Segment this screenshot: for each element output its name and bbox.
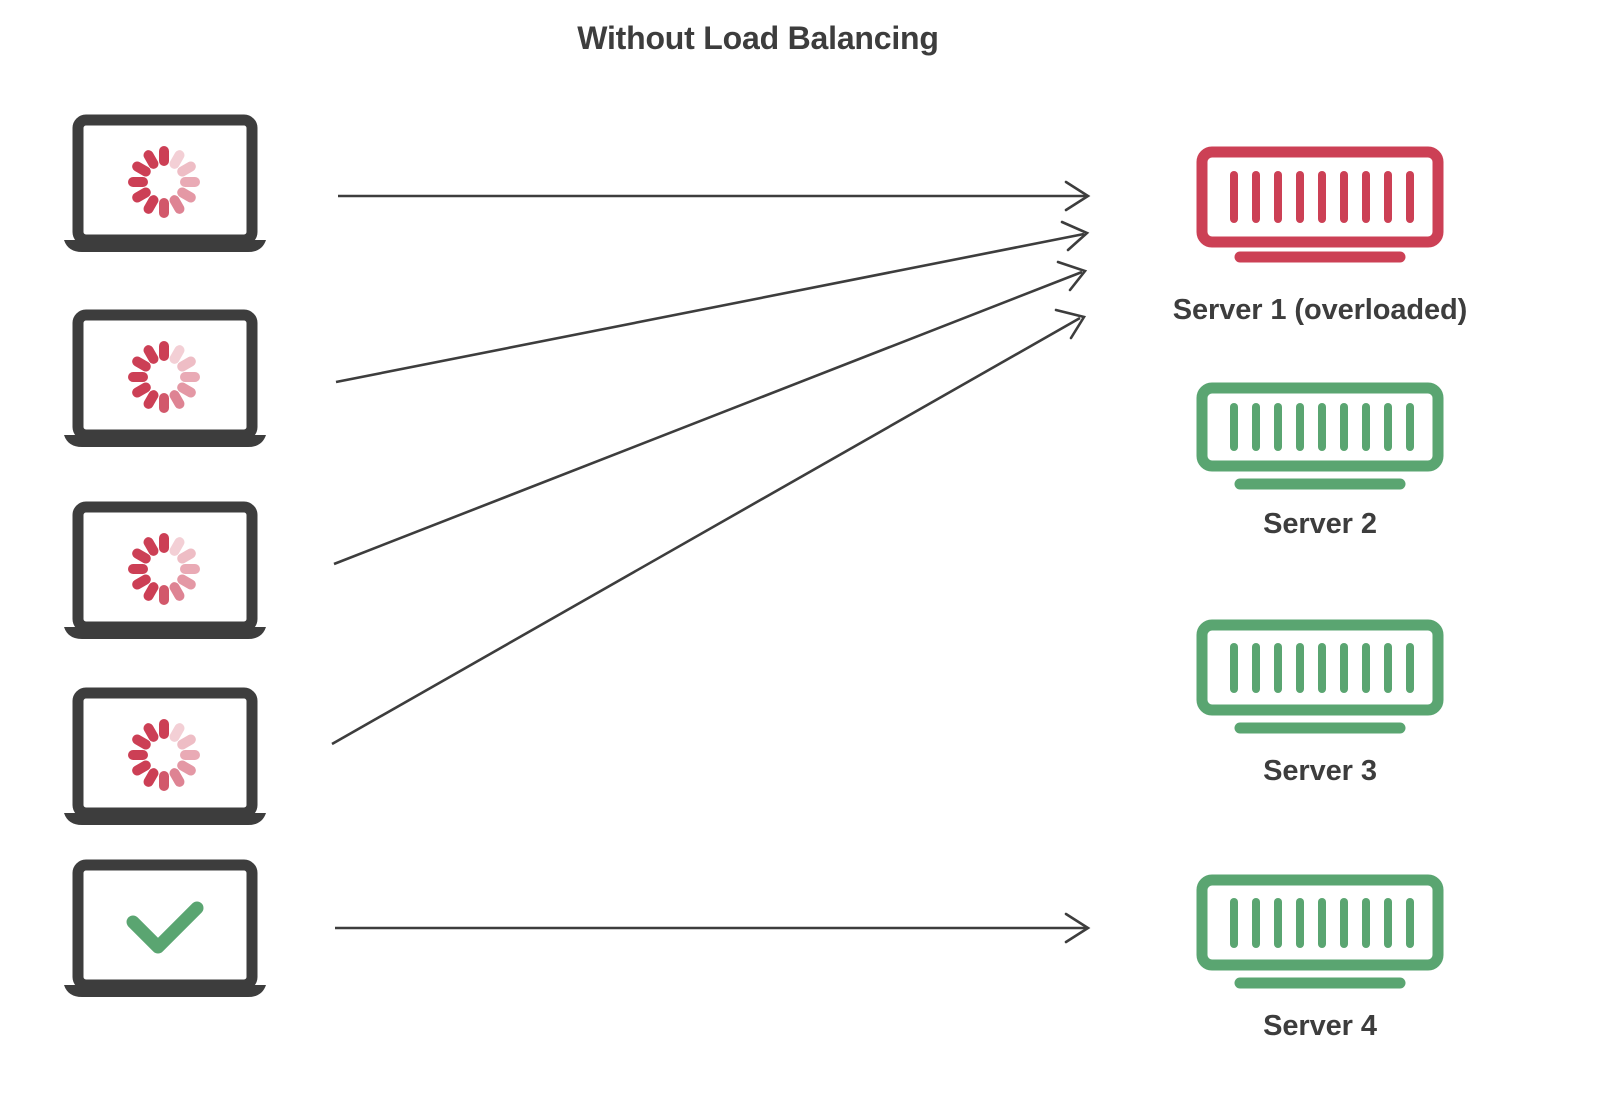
client-laptop-1[interactable] (64, 114, 266, 252)
server-icon-4[interactable] (1196, 874, 1444, 989)
check-icon-5 (126, 901, 204, 954)
server-label-3: Server 3 (1263, 755, 1377, 787)
server-bars-3 (1230, 643, 1414, 693)
server-bars-2 (1230, 403, 1414, 451)
server-label-1: Server 1 (overloaded) (1172, 294, 1468, 326)
server-bars-1 (1230, 171, 1414, 223)
connection-arrow-5 (335, 912, 1091, 944)
server-icon-2[interactable] (1196, 382, 1444, 490)
page-title: Without Load Balancing (577, 20, 939, 56)
connection-arrow-3 (333, 260, 1088, 566)
server-bars-4 (1230, 898, 1414, 948)
loading-spinner-icon-2 (128, 341, 200, 413)
loading-spinner-icon-4 (128, 719, 200, 791)
server-icon-3[interactable] (1196, 619, 1444, 734)
client-laptop-4[interactable] (64, 687, 266, 825)
client-laptop-3[interactable] (64, 501, 266, 639)
loading-spinner-icon-1 (128, 146, 200, 218)
loading-spinner-icon-3 (128, 533, 200, 605)
server-label-4: Server 4 (1263, 1010, 1377, 1042)
connection-arrow-2 (335, 220, 1090, 384)
client-laptop-2[interactable] (64, 309, 266, 447)
server-icon-1[interactable] (1196, 146, 1444, 263)
server-label-2: Server 2 (1263, 508, 1377, 540)
connection-arrow-1 (338, 180, 1091, 212)
client-laptop-5[interactable] (64, 859, 266, 997)
connection-arrow-4 (331, 308, 1087, 746)
